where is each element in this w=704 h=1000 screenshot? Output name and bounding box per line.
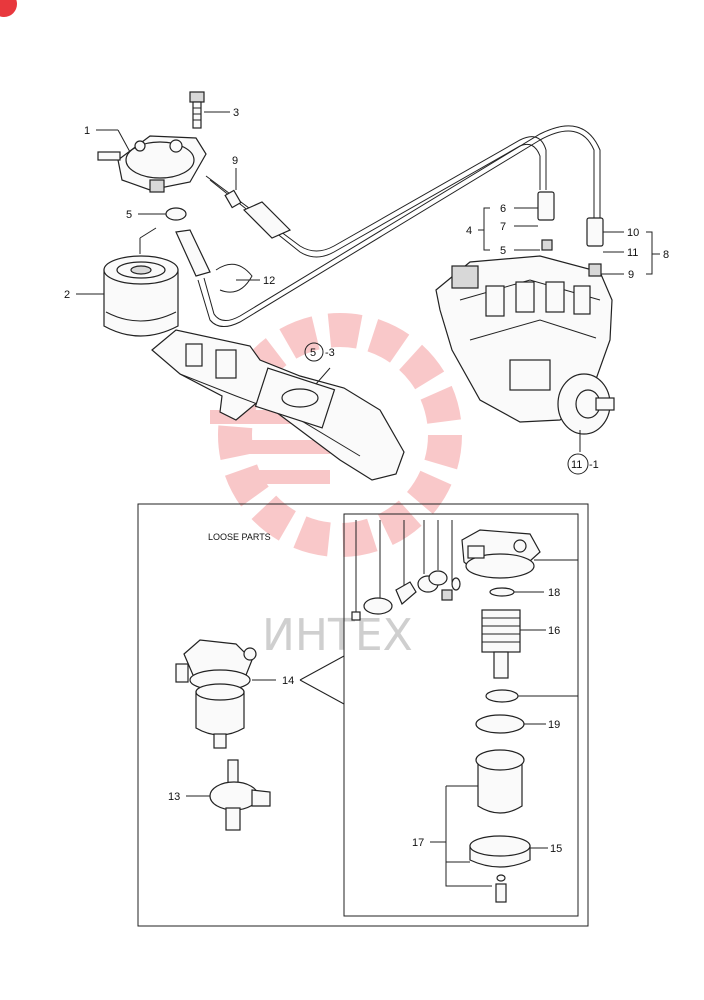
callout-9a: 9: [232, 155, 238, 167]
injection-pump-part: [435, 255, 615, 435]
filter-cartridge-part: [103, 255, 179, 337]
callout-14: 14: [282, 675, 294, 687]
callout-11: 11: [627, 247, 638, 259]
callout-17: 17: [412, 837, 424, 849]
callout-19: 19: [548, 719, 560, 731]
loose-parts-title: LOOSE PARTS: [208, 532, 271, 542]
filter-head-part: [97, 135, 207, 193]
callout-16: 16: [548, 625, 560, 637]
callout-5a: 5: [126, 209, 132, 221]
callout-12: 12: [263, 275, 275, 287]
loose-parts-subframe: [343, 513, 579, 917]
callout-4: 4: [466, 225, 472, 237]
callout-13: 13: [168, 791, 180, 803]
ref-11-number: 11: [571, 459, 582, 471]
ref-5-number: 5: [310, 347, 316, 359]
callout-3: 3: [233, 107, 239, 119]
callout-6: 6: [500, 203, 506, 215]
ref-11-suffix: -1: [589, 459, 599, 471]
exploded-subparts: [351, 520, 541, 903]
callout-2: 2: [64, 289, 70, 301]
callout-labels-inset: 14 13 18 16 19 17 15: [168, 587, 562, 855]
callout-7: 7: [500, 221, 506, 233]
callout-labels-upper: 1 2 3 9 5 12 6 7 5 4 10 11 9 8 5 -3 11 -…: [64, 107, 669, 475]
filter-13-part: [209, 759, 271, 831]
pump-connectors: [537, 191, 604, 277]
callout-9b: 9: [628, 269, 634, 281]
loose-parts-frame: [137, 503, 589, 927]
fuel-pipes: [197, 125, 601, 327]
bracket-manifold-part: [151, 329, 405, 481]
bolt-part: [189, 91, 205, 129]
callout-15: 15: [550, 843, 562, 855]
callout-5b: 5: [500, 245, 506, 257]
corner-badge: [0, 0, 17, 17]
callout-18: 18: [548, 587, 560, 599]
watermark-logo: [210, 313, 462, 557]
callout-10: 10: [627, 227, 639, 239]
ref-5-suffix: -3: [325, 347, 335, 359]
hose-parts-left: [165, 189, 292, 293]
watermark-text: ИНТЕХ: [262, 610, 413, 661]
leader-lines-upper: [76, 111, 660, 452]
leader-lines-inset: [186, 559, 578, 887]
filter-assembly-14-part: [175, 639, 257, 749]
callout-1: 1: [84, 125, 90, 137]
callout-8: 8: [663, 249, 669, 261]
